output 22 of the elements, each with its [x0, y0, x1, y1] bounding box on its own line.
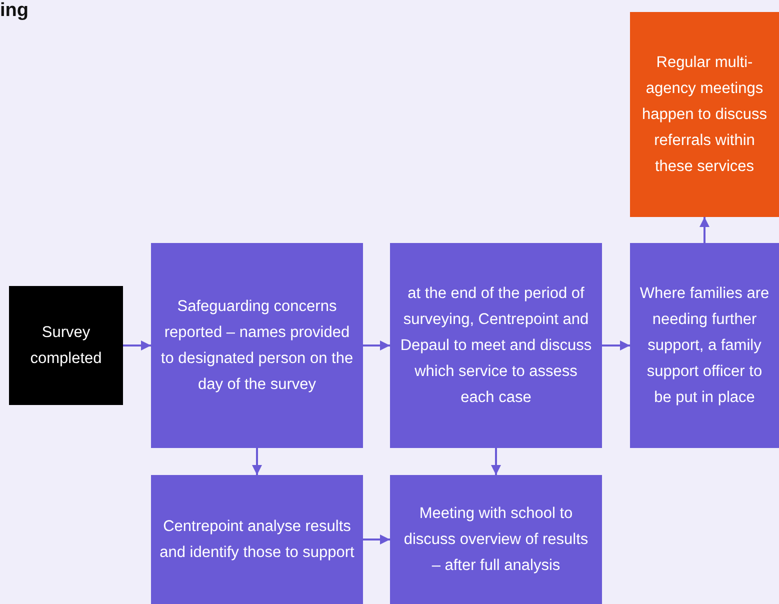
arrow [602, 340, 630, 350]
box-text: Safeguarding concerns reported – names provided to designated person on the day of the survey [160, 296, 354, 394]
box-text: Centrepoint analyse results and identify those to support [159, 516, 355, 562]
box-text: Where families are needing further support, a family support officer to be put in place [638, 284, 770, 408]
arrow [491, 448, 501, 475]
arrow [123, 340, 151, 350]
process-box [390, 475, 602, 604]
process-box [390, 243, 602, 448]
process-box [151, 475, 363, 604]
box-text: Meeting with school to discuss overview of results – after full analysis [402, 504, 590, 576]
heading: ing [0, 0, 28, 22]
arrow [700, 217, 710, 243]
process-box [151, 243, 363, 448]
process-box [9, 286, 123, 405]
box-text: Regular multi-agency meetings happen to discuss referrals within these services [641, 52, 768, 176]
box-text: Survey completed [29, 322, 103, 368]
arrow [363, 534, 390, 544]
arrow [252, 448, 262, 475]
process-box [630, 243, 779, 448]
box-text: at the end of the period of surveying, Centrepoint and Depaul to meet and discuss which service to assess each case [399, 284, 593, 408]
arrow [363, 340, 390, 350]
process-box [630, 12, 779, 217]
